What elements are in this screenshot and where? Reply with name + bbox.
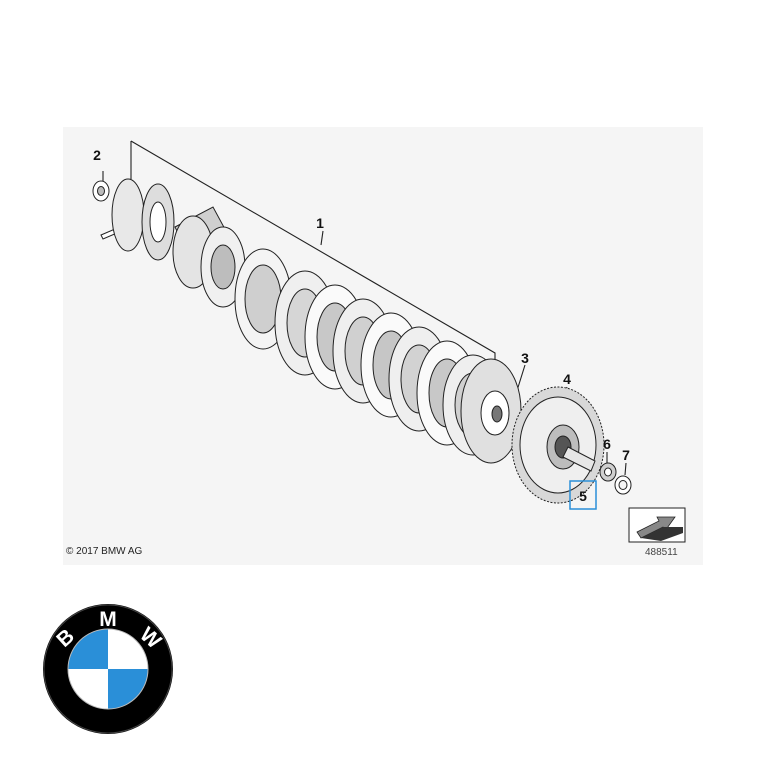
copyright-notice: © 2017 BMW AG [66,546,143,557]
part-5-shaft [562,446,596,472]
part-6-nut [599,462,617,482]
direction-arrow-icon [628,507,686,543]
clutch-hub [172,206,246,308]
callout-2: 2 [93,147,101,163]
bmw-logo: B M W [43,604,173,734]
part-2-bearing [92,180,118,240]
callout-3: 3 [521,350,529,366]
callout-6: 6 [603,436,611,452]
callout-7: 7 [622,447,630,463]
callout-5-highlight-box[interactable] [569,480,597,510]
pressure-plate [111,178,175,261]
clutch-exploded-view: 2 1 3 4 6 7 5 [92,140,686,543]
callout-4: 4 [563,371,571,387]
logo-letter-m: M [99,608,117,631]
part-7-washer [614,475,632,495]
callout-1: 1 [316,215,324,231]
callout-5: 5 [579,488,587,504]
diagram-reference-number: 488511 [645,547,678,558]
part-4-clutch-basket [511,386,605,504]
parts-diagram-panel: 2 1 3 4 6 7 5 © 2017 BMW AG 488511 [63,127,703,565]
part-3-hub [460,358,522,464]
